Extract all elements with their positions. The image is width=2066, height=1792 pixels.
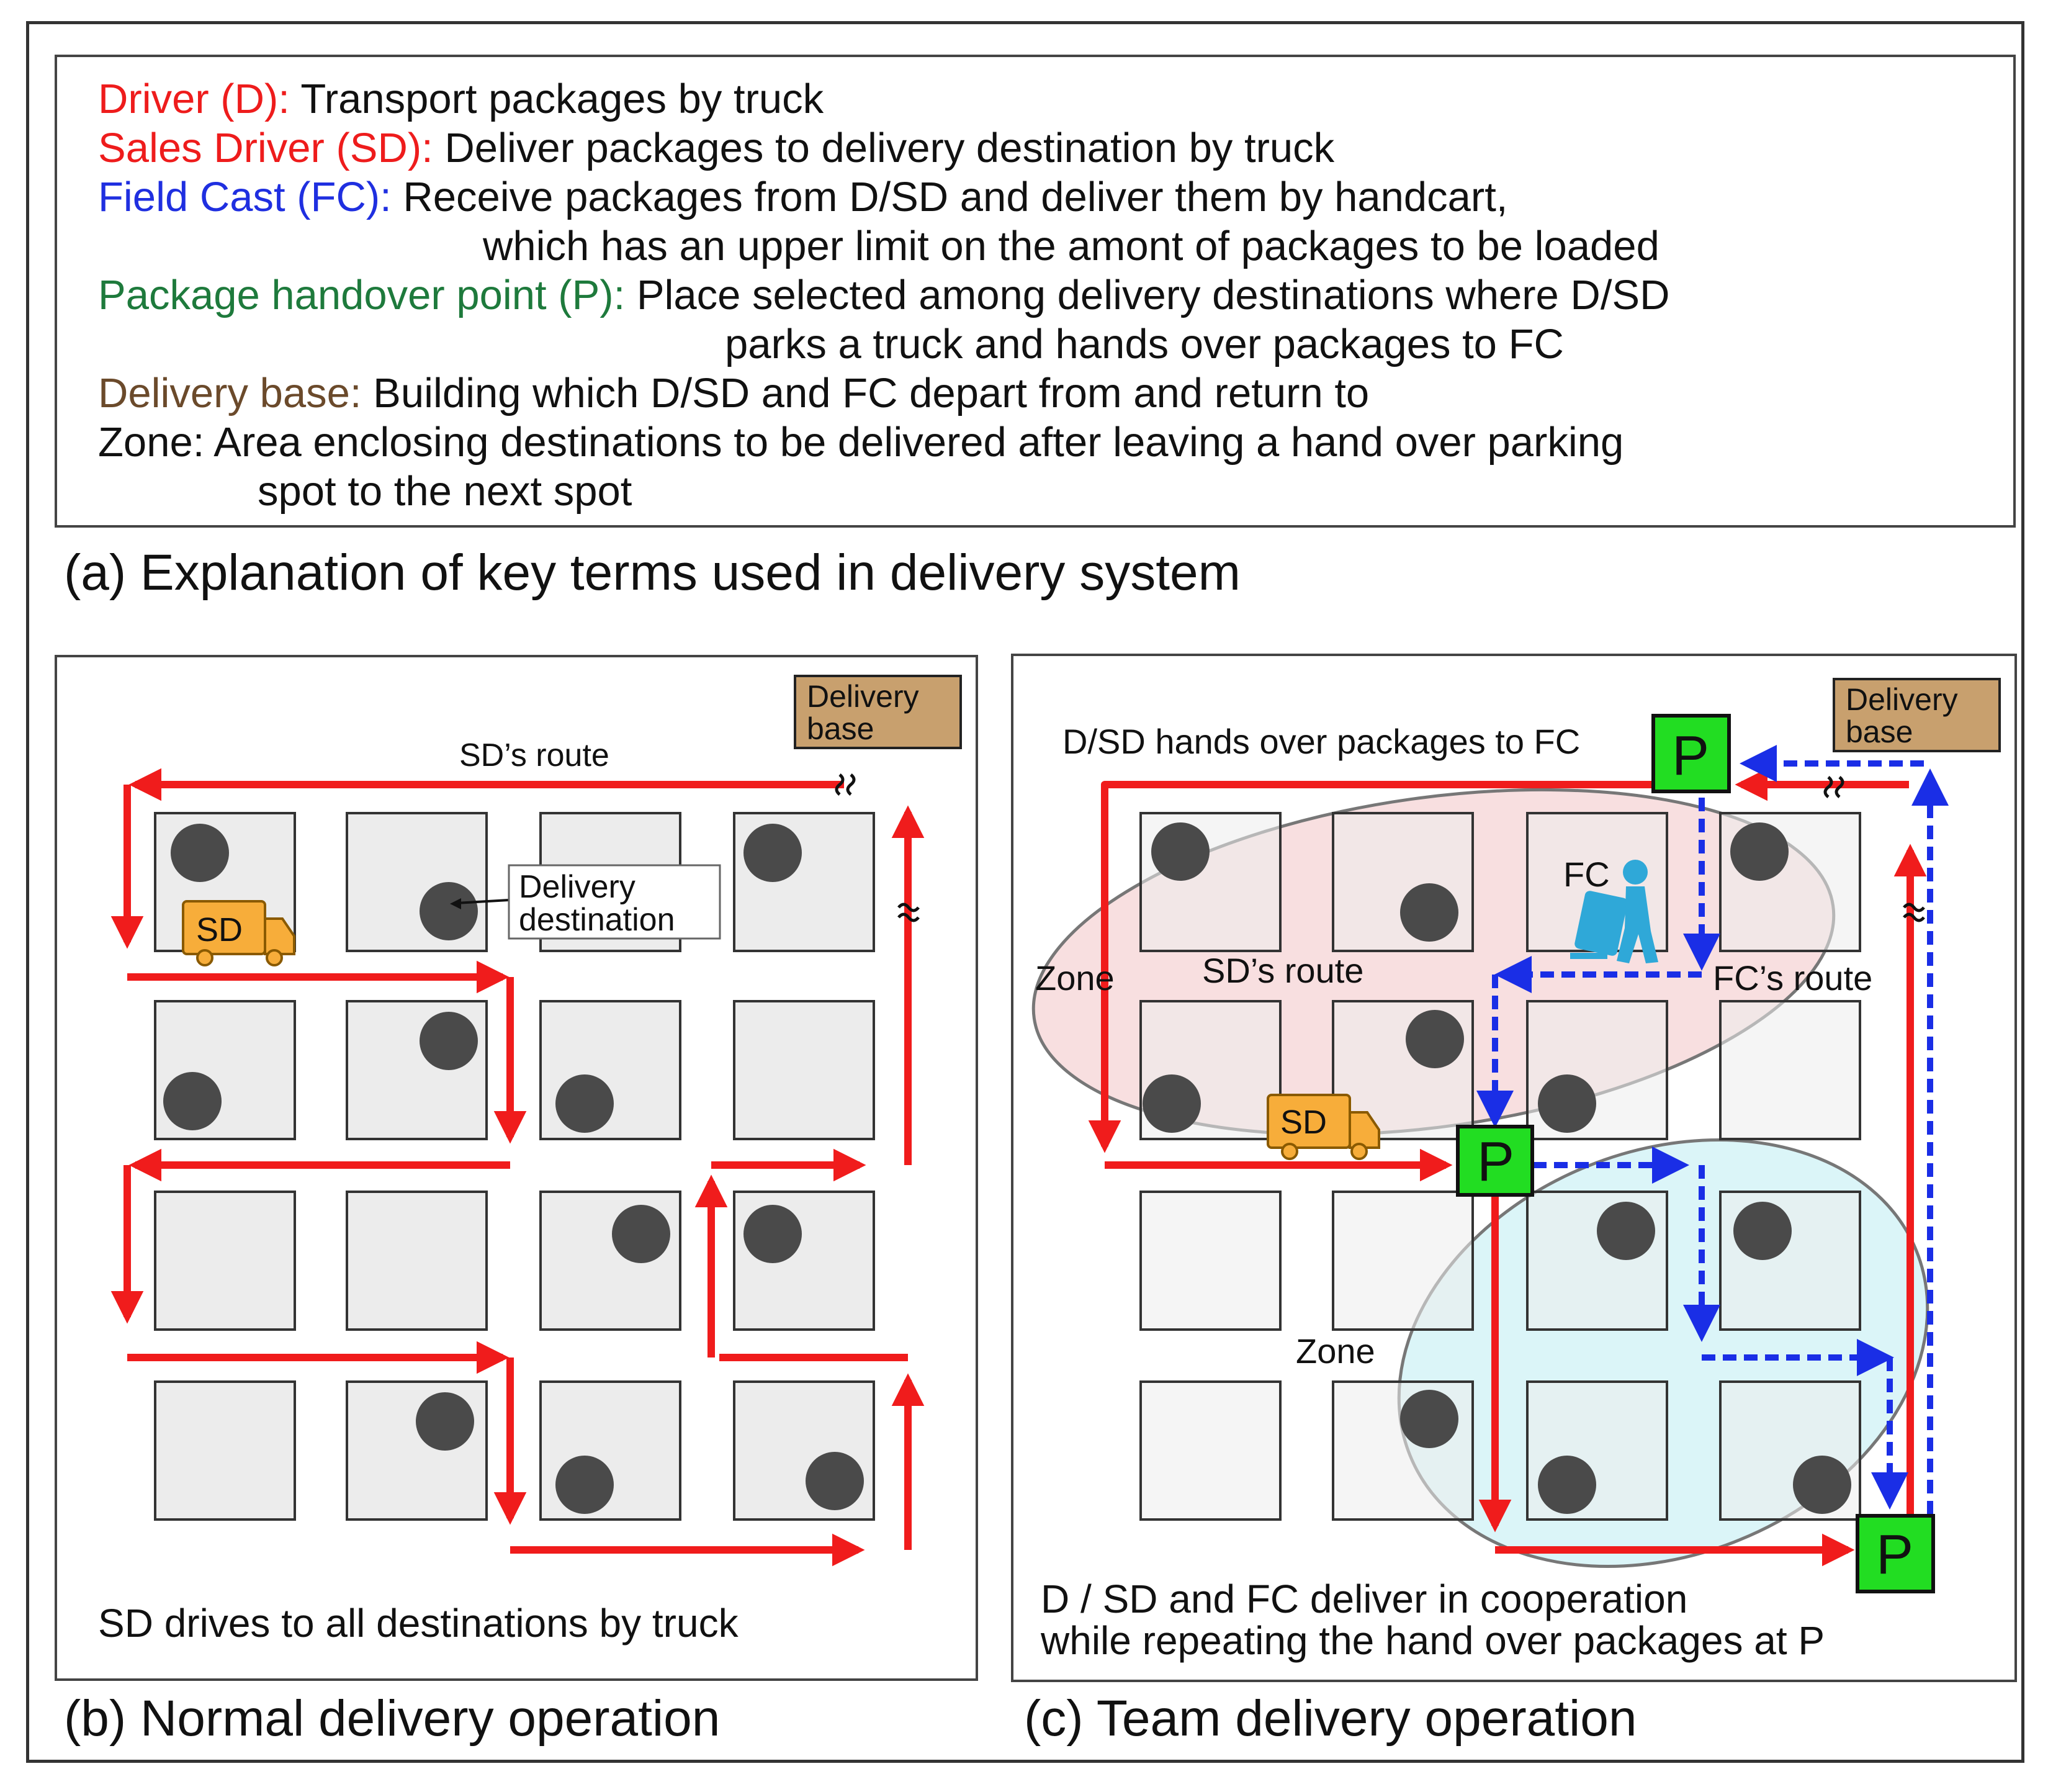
p-label: P: [1672, 725, 1709, 787]
key-terms-box: [55, 55, 2016, 528]
fc-route-label: FC’s route: [1713, 958, 1872, 997]
term-label: Zone:: [98, 419, 205, 466]
term-description: Transport packages by truck: [300, 76, 824, 122]
caption-c: (c) Team delivery operation: [1024, 1690, 1637, 1747]
sd-route-label: SD’s route: [1202, 951, 1363, 990]
base-label: base: [1846, 714, 1913, 749]
panel-b-road-break-icons: [835, 773, 920, 922]
handover-point-top: P: [1651, 714, 1731, 793]
panel-b-destinations: [163, 824, 864, 1514]
term-label: Field Cast (FC):: [98, 174, 392, 220]
panel-b-footer: SD drives to all destinations by truck: [98, 1601, 739, 1646]
truck-label: SD: [196, 911, 243, 948]
term-label: Driver (D):: [98, 76, 290, 122]
fc-label: FC: [1563, 855, 1610, 894]
panel-c-destinations: [1143, 822, 1851, 1514]
term-handover-point-continued: parks a truck and hands over packages to…: [725, 321, 1564, 367]
term-label: Package handover point (P):: [98, 272, 626, 318]
panel-c-footer-line-1: D / SD and FC deliver in cooperation: [1041, 1577, 1687, 1621]
term-description: Area enclosing destinations to be delive…: [213, 419, 1624, 466]
p-label: P: [1477, 1131, 1514, 1193]
term-label: Delivery base:: [98, 370, 362, 416]
term-description: Place selected among delivery destinatio…: [636, 272, 1670, 318]
fc-worker-icon: [1570, 860, 1658, 963]
panel-c-fc-route: [1476, 745, 1949, 1515]
zone-label-lower: Zone: [1296, 1331, 1375, 1371]
panel-b-sd-route: [110, 768, 925, 1567]
panel-c-blocks: [1139, 812, 1861, 1521]
panel-c-road-break-icons: [1823, 776, 1925, 922]
panel-c-footer-line-2: while repeating the hand over packages a…: [1040, 1618, 1825, 1663]
base-label: Delivery: [807, 679, 919, 714]
panel-b-delivery-base: Delivery base: [794, 675, 962, 749]
base-label: base: [807, 711, 874, 746]
term-handover-point: Package handover point (P): Place select…: [98, 274, 1670, 316]
truck-icon: SD: [182, 900, 295, 966]
caption-a: (a) Explanation of key terms used in del…: [64, 544, 1241, 601]
sd-route-label: SD’s route: [459, 737, 609, 773]
term-zone: Zone: Area enclosing destinations to be …: [98, 421, 1624, 463]
truck-label: SD: [1280, 1104, 1327, 1141]
caption-b: (b) Normal delivery operation: [64, 1690, 721, 1747]
term-field-cast: Field Cast (FC): Receive packages from D…: [98, 176, 1507, 218]
destination-label: destination: [519, 902, 675, 938]
handover-label: D/SD hands over packages to FC: [1062, 722, 1580, 761]
handover-point-middle: P: [1456, 1125, 1534, 1197]
panel-c-sd-route: [1088, 768, 1927, 1567]
truck-icon: SD: [1267, 1094, 1380, 1160]
base-label: Delivery: [1846, 682, 1958, 717]
p-label: P: [1876, 1524, 1913, 1586]
figure-frame: [26, 21, 2024, 1763]
term-description: Receive packages from D/SD and deliver t…: [403, 174, 1508, 220]
zone-label-upper: Zone: [1035, 958, 1115, 997]
term-field-cast-continued: which has an upper limit on the amont of…: [483, 223, 1660, 269]
term-sales-driver: Sales Driver (SD): Deliver packages to d…: [98, 127, 1334, 169]
term-description: Building which D/SD and FC depart from a…: [373, 370, 1370, 416]
term-description: Deliver packages to delivery destination…: [444, 125, 1335, 171]
panel-b-destination-callout: Delivery destination: [450, 864, 721, 940]
handover-point-bottom: P: [1856, 1514, 1935, 1593]
term-delivery-base: Delivery base: Building which D/SD and F…: [98, 372, 1369, 414]
term-label: Sales Driver (SD):: [98, 125, 433, 171]
panel-c-delivery-base: Delivery base: [1833, 678, 2001, 752]
term-zone-continued: spot to the next spot: [258, 468, 632, 515]
destination-label: Delivery: [519, 869, 636, 905]
term-driver: Driver (D): Transport packages by truck: [98, 78, 824, 120]
